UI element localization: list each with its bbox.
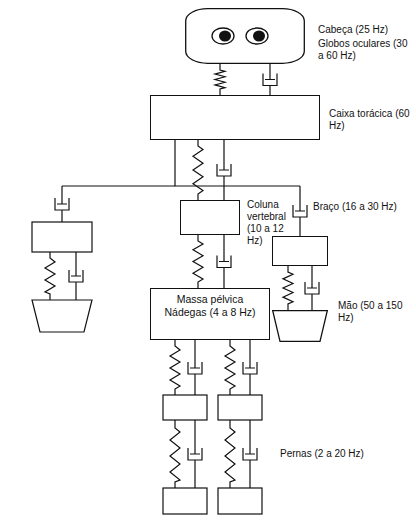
spring-damper-link	[193, 140, 231, 200]
left-arm-bar	[62, 185, 175, 186]
mass-label: Massa pélvica Nádegas (4 a 8 Hz)	[151, 289, 269, 323]
foot-mass	[163, 488, 207, 514]
spring-symbol	[283, 266, 293, 310]
left-hand-damper	[69, 252, 83, 300]
leg-spring	[225, 420, 235, 488]
thorax-mass: Caixa torácica (60 Hz)	[150, 95, 320, 140]
hand-shape	[273, 311, 328, 342]
spring-damper-link	[193, 235, 231, 288]
head-shape	[186, 9, 305, 64]
damper-symbol	[263, 64, 277, 95]
foot-mass	[218, 488, 262, 514]
eyeball	[212, 28, 234, 44]
leg-spring	[225, 340, 235, 395]
spring-symbol	[215, 64, 225, 95]
leg-spring	[170, 340, 180, 395]
eyeball	[246, 28, 268, 44]
leg-damper	[188, 340, 202, 395]
frequency-label: Cabeça (25 Hz)	[318, 24, 410, 36]
leg-damper	[188, 420, 202, 488]
pupil	[219, 31, 231, 42]
left-hand-mass	[32, 300, 92, 332]
leg-mass	[163, 395, 207, 420]
frequency-label: Caixa torácica (60 Hz)	[329, 108, 413, 132]
frequency-label: Globos oculares (30 a 60 Hz)	[318, 38, 410, 62]
leg-spring	[170, 420, 180, 488]
pelvis-mass: Massa pélvica Nádegas (4 a 8 Hz)	[150, 288, 270, 340]
hand-outline	[272, 310, 328, 342]
hand-mass: Mão (50 a 150 Hz)	[272, 310, 328, 342]
arm-mass: Braço (16 a 30 Hz)	[272, 236, 328, 266]
arm-bar	[175, 140, 300, 186]
head-mass: Cabeça (25 Hz)Globos oculares (30 a 60 H…	[185, 8, 305, 64]
spring-damper-link	[175, 140, 307, 236]
spine-mass: Coluna vertebral (10 a 12 Hz)	[180, 200, 240, 235]
left-arm-damper	[55, 186, 69, 222]
left-hand-spring	[45, 252, 55, 300]
spring-damper-link	[215, 64, 277, 95]
leg-damper	[243, 420, 257, 488]
damper-symbol	[217, 235, 231, 288]
pupil	[253, 31, 265, 42]
spring-symbol	[193, 140, 203, 200]
left-arm-mass	[32, 222, 92, 252]
spring-damper-link	[283, 266, 319, 310]
leg-mass	[218, 395, 262, 420]
damper-symbol	[293, 186, 307, 236]
damper-symbol	[217, 140, 231, 200]
frequency-label: Braço (16 a 30 Hz)	[313, 201, 413, 213]
head-outline	[185, 8, 305, 64]
leg-damper	[243, 340, 257, 395]
damper-symbol	[305, 266, 319, 310]
frequency-label: Mão (50 a 150 Hz)	[338, 300, 410, 324]
spring-symbol	[193, 235, 203, 288]
frequency-label: Pernas (2 a 20 Hz)	[280, 448, 364, 460]
